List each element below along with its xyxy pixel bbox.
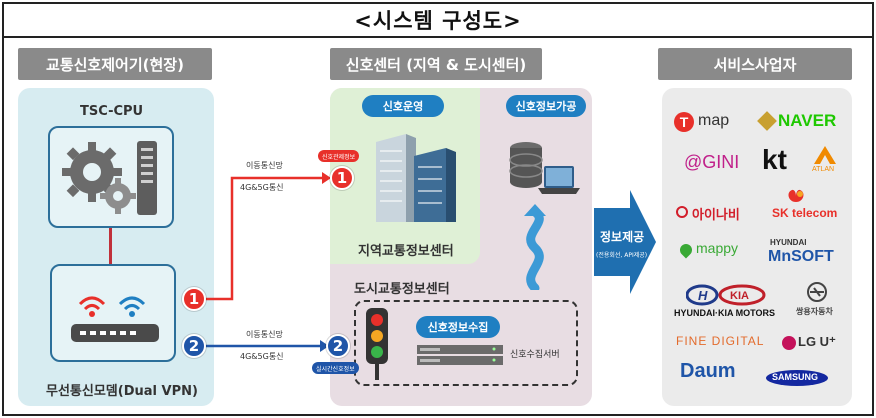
tmap-logo: map (698, 112, 730, 129)
provide-arrow-icon (594, 190, 656, 294)
atlan-logo: ATLAN (812, 166, 835, 173)
sk-butterfly-icon (788, 189, 804, 202)
collect-box (354, 300, 578, 386)
header-field: 교통신호제어기(현장) (18, 48, 212, 80)
hyundai-kia-logo: HYUNDAI·KIA MOTORS (674, 308, 775, 318)
page-title: <시스템 구성도> (4, 4, 872, 38)
kt-logo: kt (762, 144, 787, 175)
cpu-modem-connector (109, 228, 112, 264)
lgu-icon (782, 336, 796, 350)
wifi-icon (78, 296, 146, 317)
data-flow-arrow-icon (524, 204, 546, 290)
link-1-tag: 신호관제정보 (318, 150, 360, 162)
mnsoft-logo: MnSOFT (768, 248, 834, 265)
header-center: 신호센터 (지역 & 도시센터) (330, 48, 542, 80)
signal-collect-pill: 신호정보수집 (416, 316, 500, 338)
gini-logo: @GINI (684, 152, 740, 172)
link-1-badge-field: 1 (182, 287, 206, 311)
regional-center-label: 지역교통정보센터 (358, 244, 454, 259)
samsung-logo: SAMSUNG (772, 372, 819, 382)
ssangyong-icon (807, 282, 827, 302)
mnsoft-small-logo: HYUNDAI (770, 238, 807, 247)
hyundai-kia-icon: H KIA (686, 284, 766, 306)
server-rack-icon (137, 141, 157, 215)
link-1-badge-center: 1 (330, 166, 354, 190)
urban-center-label: 도시교통정보센터 (354, 282, 450, 297)
inavi-logo: 아이나비 (692, 207, 740, 222)
link-2-badge-field: 2 (182, 334, 206, 358)
samsung-badge (766, 370, 828, 386)
gear-icon (62, 142, 136, 214)
tmap-icon: T (674, 112, 694, 132)
sktelecom-logo: SK telecom (772, 206, 838, 220)
modem-device-icon (71, 324, 159, 342)
modem-box (50, 264, 176, 362)
link-2-protocol: 4G&5G통신 (240, 352, 284, 361)
daum-logo: Daum (680, 360, 736, 382)
database-laptop-icon (509, 142, 580, 194)
provide-label: 정보제공 (600, 230, 645, 244)
signal-processing-pill: 신호정보가공 (506, 95, 586, 117)
atlan-icon (814, 146, 836, 164)
mappy-logo: mappy (696, 240, 739, 256)
collect-server-label: 신호수집서버 (510, 350, 560, 360)
inavi-icon (676, 206, 688, 218)
provide-sub-label: (전용회선, API제공) (596, 252, 648, 259)
link-2-badge-center: 2 (326, 334, 350, 358)
building-icon (376, 134, 456, 222)
header-service: 서비스사업자 (658, 48, 852, 80)
link-2-network: 이동통신망 (246, 330, 283, 339)
traffic-light-icon (366, 308, 388, 380)
collect-server-icon (417, 345, 503, 365)
link-1-protocol: 4G&5G통신 (240, 183, 284, 192)
service-panel (662, 88, 852, 406)
ssangyong-logo: 쌍용자동차 (796, 307, 833, 316)
svg-text:KIA: KIA (730, 290, 749, 302)
finedigital-logo: FINE DIGITAL (676, 334, 765, 348)
svg-text:H: H (698, 288, 708, 303)
modem-label: 무선통신모뎀(Dual VPN) (46, 384, 198, 399)
link-1-network: 이동통신망 (246, 161, 283, 170)
lgu-logo: LG U⁺ (798, 334, 836, 349)
link-2-tag: 실시간신호정보 (312, 362, 359, 374)
naver-logo: NAVER (778, 111, 837, 130)
signal-ops-pill: 신호운영 (362, 95, 444, 117)
cpu-label: TSC-CPU (80, 104, 144, 119)
